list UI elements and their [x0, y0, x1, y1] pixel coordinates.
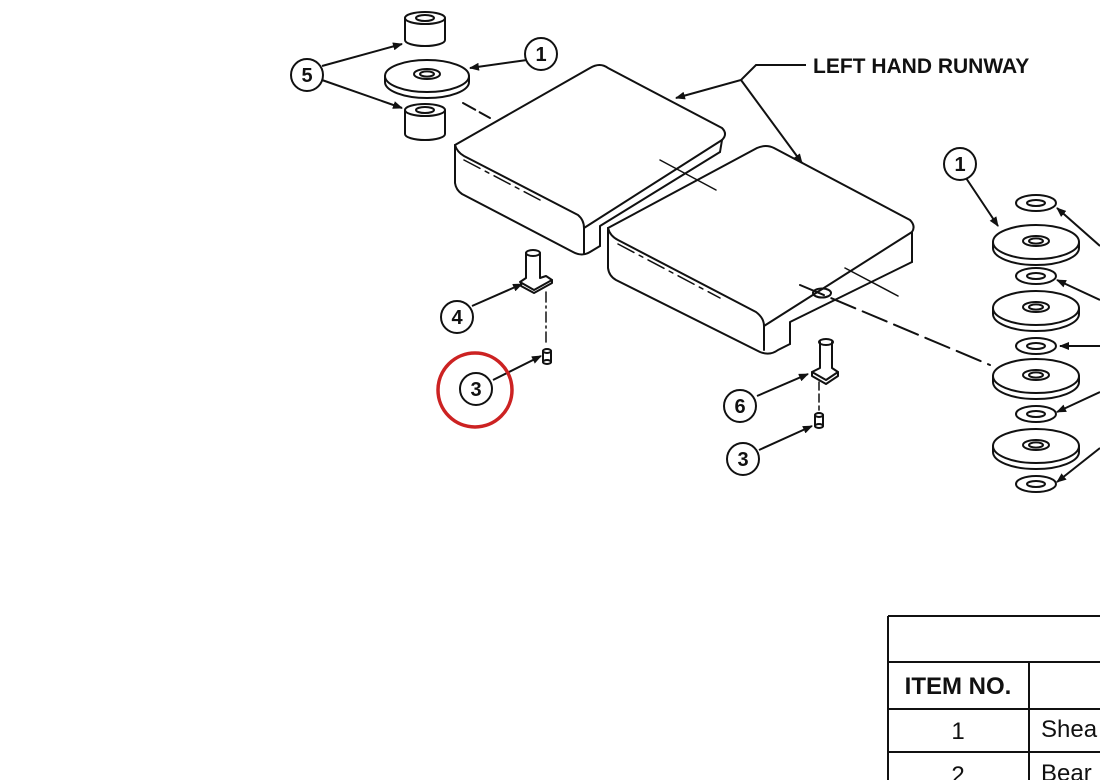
bracket-right [811, 338, 839, 385]
callout-3-left: 3 [470, 379, 481, 401]
callout-circle-4 [440, 300, 474, 334]
highlight-circle [436, 351, 514, 429]
callout-4: 4 [451, 307, 463, 329]
bushing-top [404, 11, 446, 47]
callout-1-top: 1 [535, 44, 546, 66]
sheave-top [384, 59, 470, 99]
parts-table: ITEM NO. 1 Shea 2 Bear [887, 615, 1100, 780]
axis-line-right [799, 284, 991, 366]
callout-circle-1-top [524, 37, 558, 71]
table-header-item-no: ITEM NO. [905, 673, 1012, 700]
bolt-right [814, 412, 824, 429]
callout-3-right: 3 [737, 449, 748, 471]
bolt-left [542, 348, 552, 365]
callout-circle-3-right [726, 442, 760, 476]
axis-line-top [462, 102, 491, 119]
callout-circle-5 [290, 58, 324, 92]
bracket-left [519, 249, 553, 294]
table-cell-desc-2: Bear [1041, 760, 1092, 780]
table-cell-item-1: 1 [951, 718, 964, 745]
callout-5: 5 [301, 65, 312, 87]
runway-label: LEFT HAND RUNWAY [813, 55, 1029, 78]
callout-circle-6 [723, 389, 757, 423]
bushing-bottom [404, 103, 446, 141]
table-cell-desc-1: Shea [1041, 716, 1098, 743]
callout-circle-3-left [459, 372, 493, 406]
right-channel [607, 145, 915, 355]
table-cell-item-2: 2 [951, 762, 964, 780]
left-channel [454, 64, 726, 256]
callout-1-right: 1 [954, 154, 965, 176]
right-sheave-stack [992, 194, 1080, 493]
callout-circle-1-right [943, 147, 977, 181]
callout-6: 6 [734, 396, 745, 418]
